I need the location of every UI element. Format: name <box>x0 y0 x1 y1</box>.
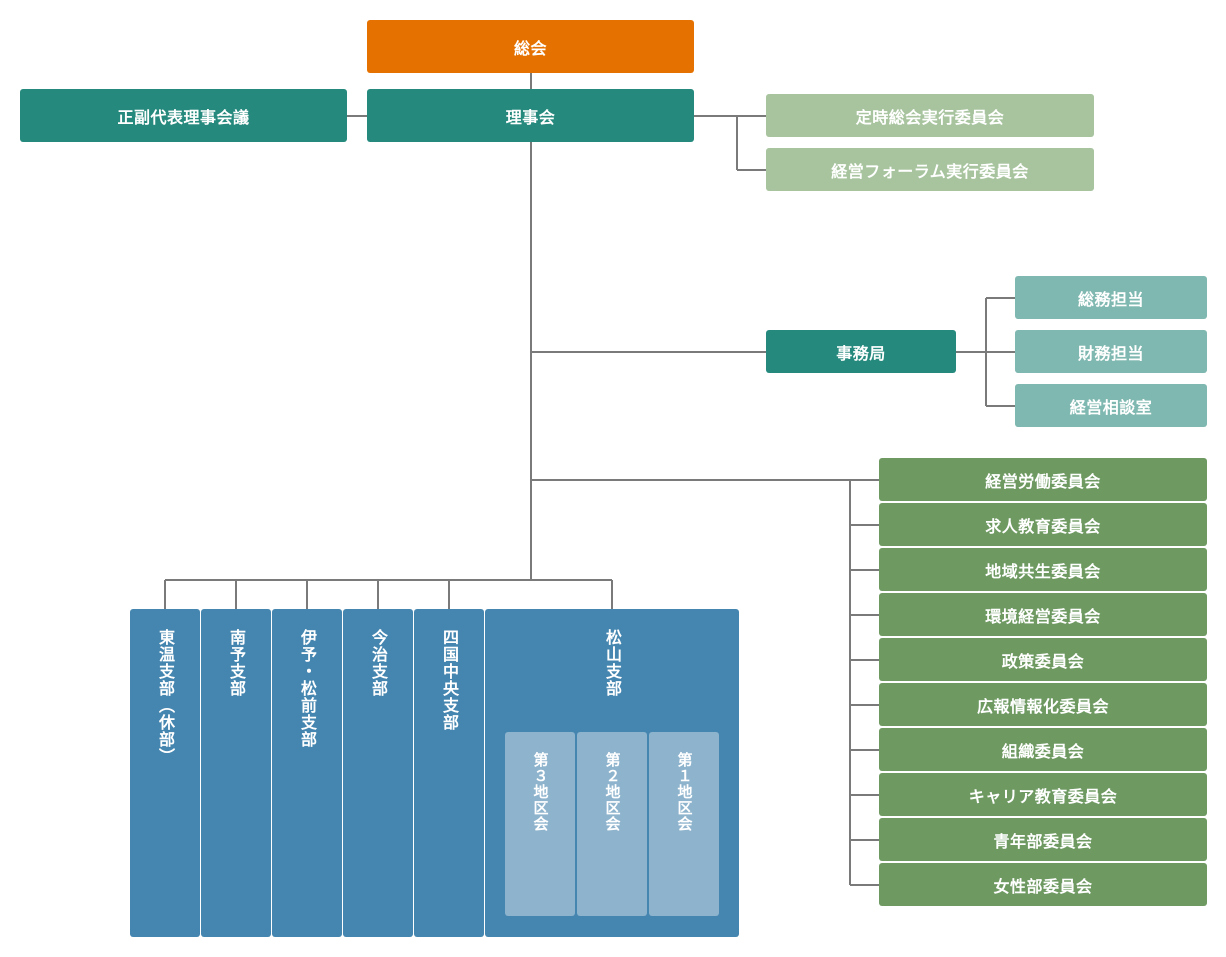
committee-label: キャリア教育委員会 <box>968 786 1118 806</box>
exec-committee-label: 経営フォーラム実行委員会 <box>831 161 1029 181</box>
general-assembly-label: 総会 <box>513 38 547 58</box>
secretariat-role-box: 総務担当 <box>1015 276 1207 319</box>
committee-label: 政策委員会 <box>1001 651 1085 671</box>
district-box: 第１地区会 <box>649 732 719 916</box>
committee-box: キャリア教育委員会 <box>879 773 1207 816</box>
district-box: 第２地区会 <box>577 732 647 916</box>
board-box: 理事会 <box>367 89 694 142</box>
district-label: 第３地区会 <box>531 752 550 832</box>
committee-box: 青年部委員会 <box>879 818 1207 861</box>
committee-label: 広報情報化委員会 <box>976 696 1109 716</box>
committee-box: 地域共生委員会 <box>879 548 1207 591</box>
matsuyama-branch-label: 松山支部 <box>603 629 622 697</box>
secretariat-role-box: 財務担当 <box>1015 330 1207 373</box>
committee-label: 地域共生委員会 <box>985 561 1101 581</box>
branch-box: 伊予・松前支部 <box>272 609 342 937</box>
committee-label: 組織委員会 <box>1001 741 1085 761</box>
branch-label: 伊予・松前支部 <box>298 629 317 748</box>
branch-label: 今治支部 <box>369 629 388 697</box>
district-label: 第２地区会 <box>603 752 622 832</box>
exec-committee-box: 経営フォーラム実行委員会 <box>766 148 1094 191</box>
chairs-meeting-label: 正副代表理事会議 <box>117 107 250 127</box>
committee-box: 政策委員会 <box>879 638 1207 681</box>
general-assembly-box: 総会 <box>367 20 694 73</box>
secretariat-box: 事務局 <box>766 330 956 373</box>
committee-label: 女性部委員会 <box>993 876 1093 896</box>
branch-label: 南予支部 <box>227 629 246 697</box>
district-box: 第３地区会 <box>505 732 575 916</box>
secretariat-role-label: 経営相談室 <box>1069 397 1153 417</box>
branch-label: 四国中央支部 <box>440 629 459 731</box>
committee-box: 求人教育委員会 <box>879 503 1207 546</box>
committee-box: 組織委員会 <box>879 728 1207 771</box>
branch-label: 東温支部（休部） <box>156 629 175 765</box>
committee-label: 経営労働委員会 <box>985 471 1101 491</box>
exec-committee-label: 定時総会実行委員会 <box>855 107 1005 127</box>
committee-label: 環境経営委員会 <box>985 606 1101 626</box>
committee-box: 広報情報化委員会 <box>879 683 1207 726</box>
committee-box: 女性部委員会 <box>879 863 1207 906</box>
secretariat-role-box: 経営相談室 <box>1015 384 1207 427</box>
secretariat-label: 事務局 <box>836 343 886 363</box>
branch-box: 四国中央支部 <box>414 609 484 937</box>
district-label: 第１地区会 <box>675 752 694 832</box>
committee-label: 求人教育委員会 <box>985 516 1101 536</box>
committee-box: 環境経営委員会 <box>879 593 1207 636</box>
chairs-meeting-box: 正副代表理事会議 <box>20 89 347 142</box>
branch-box: 南予支部 <box>201 609 271 937</box>
branch-box: 今治支部 <box>343 609 413 937</box>
exec-committee-box: 定時総会実行委員会 <box>766 94 1094 137</box>
branch-box: 東温支部（休部） <box>130 609 200 937</box>
committee-box: 経営労働委員会 <box>879 458 1207 501</box>
committee-label: 青年部委員会 <box>993 831 1093 851</box>
secretariat-role-label: 総務担当 <box>1077 289 1144 309</box>
secretariat-role-label: 財務担当 <box>1077 343 1144 363</box>
board-label: 理事会 <box>505 107 556 127</box>
